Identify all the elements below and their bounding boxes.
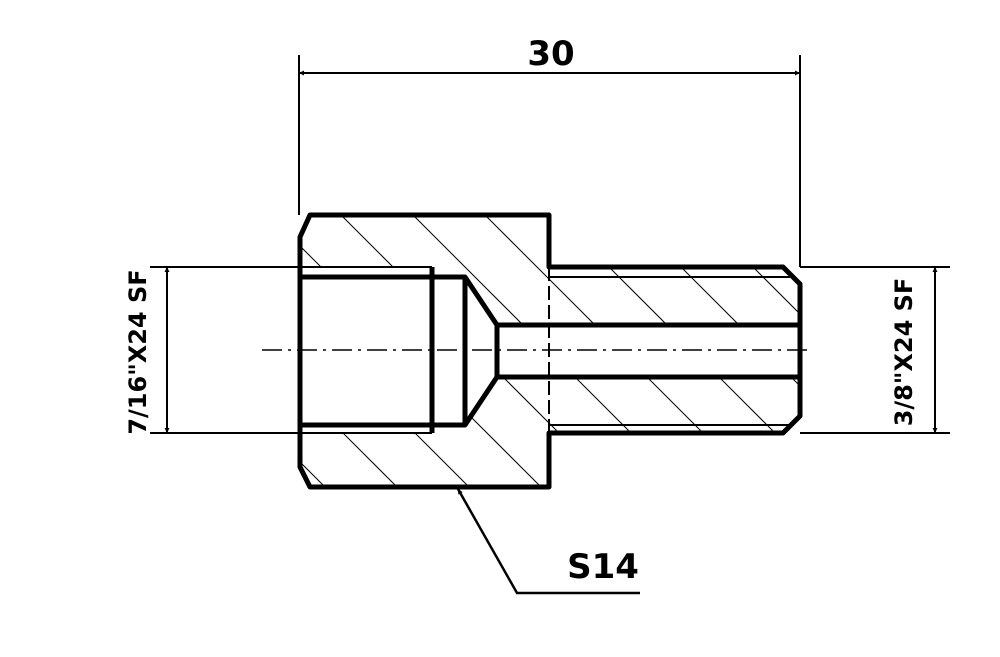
hatch-line	[852, 150, 1000, 550]
hatch-line	[300, 215, 389, 487]
right-thread-label: 3/8"X24 SF	[890, 278, 918, 427]
hatch-line	[300, 215, 461, 487]
hatch-line	[0, 150, 100, 550]
wrench-size-label: S14	[567, 547, 639, 587]
length-label: 30	[527, 34, 574, 74]
left-thread-dimension	[150, 266, 300, 434]
wrench-size-leader	[456, 488, 640, 595]
hatch-line	[707, 215, 800, 487]
length-dimension	[298, 55, 801, 267]
right-thread-dimension	[800, 266, 950, 434]
left-thread-label: 7/16"X24 SF	[124, 269, 152, 434]
thread-lines	[300, 266, 790, 434]
hatch-line	[0, 150, 244, 550]
part-outline	[297, 212, 803, 490]
hatch-line	[996, 150, 1000, 550]
